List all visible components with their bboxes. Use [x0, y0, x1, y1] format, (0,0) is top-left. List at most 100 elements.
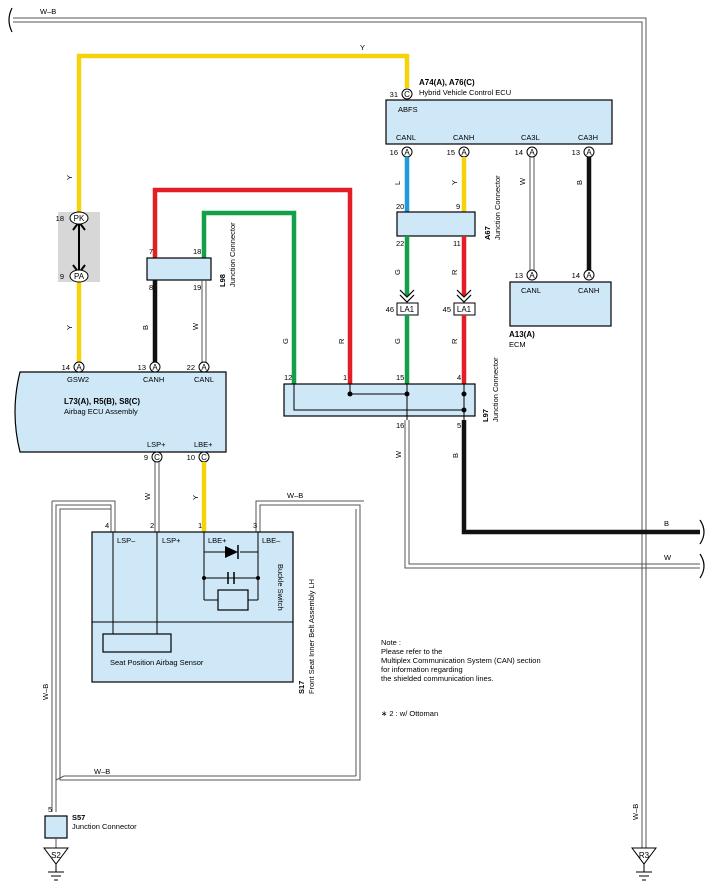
b-l98-label: B — [141, 325, 150, 330]
w-ca3l-wire — [529, 157, 535, 270]
buckle-switch: Buckle Switch — [276, 564, 285, 611]
ecm-t-canh: CANH — [578, 286, 599, 295]
ecm-name: ECM — [509, 340, 526, 349]
s57-pin: 5 — [48, 805, 52, 814]
yellow-abfs-wire: Y Y Y — [65, 43, 410, 362]
a67-code: A67 — [483, 226, 492, 240]
ab-pin-c2: C — [201, 453, 207, 462]
ecu-pin-a3: A — [529, 148, 535, 157]
pk-pa-connector: PK 18 PA 9 — [56, 211, 100, 283]
wb-right-label: W–B — [631, 804, 640, 820]
wb-top-wire: W–B — [8, 7, 647, 848]
y-left2-label: Y — [65, 325, 74, 330]
g-a67-label: G — [393, 269, 402, 275]
ab-pin-10: 10 — [187, 453, 195, 462]
g-mid-label: G — [281, 338, 290, 344]
ground-s2: S2 — [43, 847, 69, 881]
l97-p12: 12 — [284, 373, 292, 382]
l97-p16: 16 — [396, 421, 404, 430]
ab-code: L73(A), R5(B), S8(C) — [64, 397, 140, 406]
l98-junction: 7 18 8 19 L98 Junction Connector — [146, 222, 237, 292]
ecm-pin-13: 13 — [515, 271, 523, 280]
g-la1-label: G — [393, 338, 402, 344]
wb-s17-label: W–B — [287, 491, 303, 500]
ecu-pin-16: 16 — [390, 148, 398, 157]
ecu-pin-c: C — [404, 90, 410, 99]
l98-name: Junction Connector — [228, 222, 237, 287]
s17-assembly: 4 2 1 3 LSP– LSP+ LBE+ LBE– Buckle Switc… — [91, 521, 316, 694]
l97-p15: 15 — [396, 373, 404, 382]
s17-pin-4: 4 — [105, 521, 109, 530]
ecm-pin-a2: A — [586, 271, 592, 280]
note-line-1: Please refer to the — [381, 647, 442, 656]
l97-p4: 4 — [457, 373, 461, 382]
ecu-t-ca3h: CA3H — [578, 133, 598, 142]
s17-sensor: Seat Position Airbag Sensor — [110, 658, 204, 667]
b-l97-label: B — [451, 453, 460, 458]
ecu-t-canl: CANL — [396, 133, 416, 142]
r-la1-label: R — [450, 338, 459, 344]
note-title: Note : — [381, 638, 401, 647]
s17-t-lbep: LBE+ — [208, 536, 227, 545]
a67-p11: 11 — [453, 239, 461, 248]
ab-t-gsw2: GSW2 — [67, 375, 89, 384]
green-wire-l98 — [201, 210, 297, 384]
ecu-pin-a1: A — [404, 148, 410, 157]
ecu-t-ca3l: CA3L — [521, 133, 540, 142]
ecu-pin-13: 13 — [572, 148, 580, 157]
ab-pin-9: 9 — [144, 453, 148, 462]
ecu-pin-31: 31 — [390, 90, 398, 99]
y-top-label: Y — [360, 43, 365, 52]
la1-p45: 45 — [443, 305, 451, 314]
ecu-abfs: ABFS — [398, 105, 418, 114]
l98-p18: 18 — [193, 247, 201, 256]
pa-num: 9 — [60, 272, 64, 281]
w-a74-label: W — [518, 177, 527, 185]
pk-num: 18 — [56, 214, 64, 223]
ecm-code: A13(A) — [509, 330, 535, 339]
break-mark-w — [699, 553, 705, 579]
la1-connectors: LA1 LA1 46 45 — [386, 289, 476, 316]
b-wire-l97 — [461, 420, 700, 535]
ab-t-canh: CANH — [143, 375, 164, 384]
ecu-t-canh: CANH — [453, 133, 474, 142]
ecu-pin-a2: A — [461, 148, 467, 157]
note-line-2: Multiplex Communication System (CAN) sec… — [381, 656, 541, 665]
r-a67-label: R — [450, 269, 459, 275]
w-l98-label: W — [191, 322, 200, 330]
ab-t-lsp: LSP+ — [147, 440, 166, 449]
ecm-pin-a1: A — [529, 271, 535, 280]
w-lsp-wire — [154, 462, 160, 532]
ab-t-lbe: LBE+ — [194, 440, 213, 449]
a67-junction: 20 9 22 11 A67 Junction Connector — [396, 175, 502, 248]
ab-pin-14: 14 — [62, 363, 70, 372]
ecm-pin-14: 14 — [572, 271, 580, 280]
s57-junction: 5 S57 Junction Connector — [44, 805, 137, 848]
l98-p7: 7 — [149, 247, 153, 256]
a67-name: Junction Connector — [493, 175, 502, 240]
w-right-label: W — [664, 553, 672, 562]
l-label: L — [393, 181, 402, 185]
l97-junction: 12 1 15 4 16 5 L97 Junction Connector — [283, 357, 500, 430]
la1-left: LA1 — [400, 305, 415, 314]
wb-loop-wire — [55, 500, 364, 812]
ab-pin-a1: A — [76, 363, 82, 372]
la1-right: LA1 — [457, 305, 472, 314]
y-left-label: Y — [65, 175, 74, 180]
ab-pin-c1: C — [154, 453, 160, 462]
note-line-3: for information regarding — [381, 665, 463, 674]
s57-code: S57 — [72, 813, 85, 822]
s17-t-lspp: LSP+ — [162, 536, 181, 545]
note-block: Note : Please refer to the Multiplex Com… — [381, 638, 541, 718]
ab-name: Airbag ECU Assembly — [64, 407, 138, 416]
l98-p8: 8 — [149, 283, 153, 292]
l97-p5: 5 — [457, 421, 461, 430]
w-wire-l98 — [201, 280, 207, 362]
ecu-code: A74(A), A76(C) — [419, 78, 475, 87]
r-mid-label: R — [337, 338, 346, 344]
w-l97-label: W — [394, 450, 403, 458]
ab-pin-13: 13 — [138, 363, 146, 372]
ecu-pin-a4: A — [586, 148, 592, 157]
ground-r3-label: R3 — [639, 851, 650, 860]
y-a67-label: Y — [450, 180, 459, 185]
